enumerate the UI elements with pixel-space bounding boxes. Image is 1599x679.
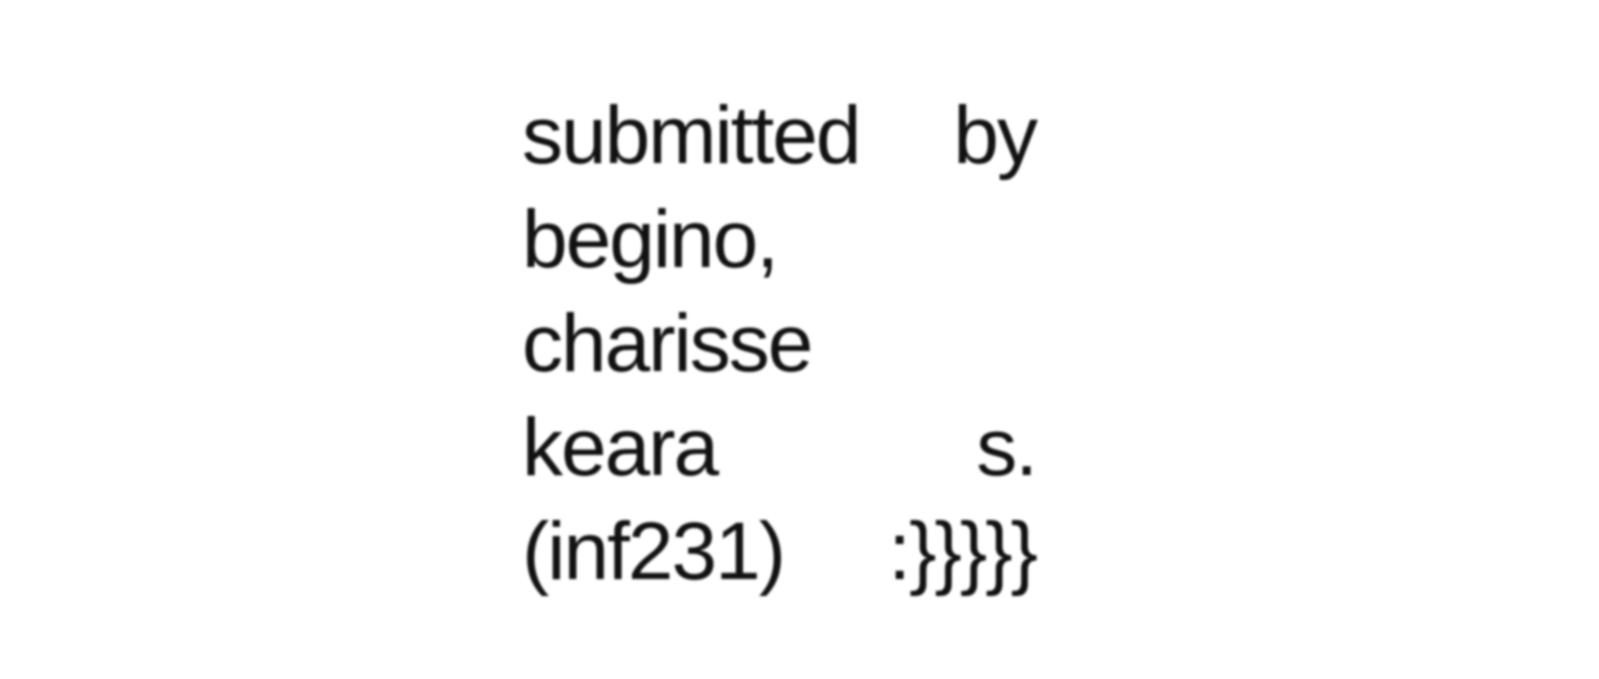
submission-credit-text: submitted by begino, charisse keara s. (… <box>522 84 1038 604</box>
word-smiley: :}}}}} <box>888 506 1038 597</box>
text-line-4: keara s. <box>522 396 1038 500</box>
word-keara: keara <box>522 402 719 493</box>
text-line-3: charisse <box>522 292 1036 396</box>
word-charisse: charisse <box>522 298 813 389</box>
text-line-5: (inf231) :}}}}} <box>522 500 1038 604</box>
text-line-1: submitted by <box>522 84 1038 188</box>
word-s: s. <box>976 402 1038 493</box>
word-inf231: (inf231) <box>522 506 786 597</box>
word-submitted: submitted <box>522 90 862 181</box>
text-line-2: begino, <box>522 188 1036 292</box>
word-begino: begino, <box>522 194 779 285</box>
word-by: by <box>953 90 1038 181</box>
